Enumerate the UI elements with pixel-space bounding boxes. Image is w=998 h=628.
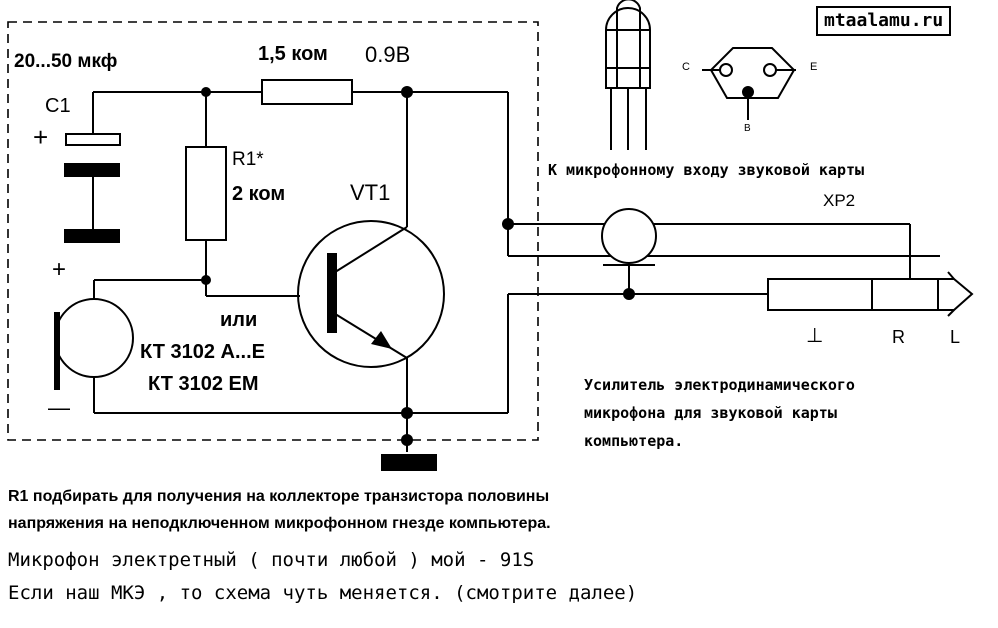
r-top-value: 1,5 ком — [258, 43, 328, 65]
site-watermark: mtaalamu.ru — [816, 6, 952, 36]
pin-b-label: B — [744, 123, 751, 134]
mic-minus: — — [48, 395, 70, 420]
capacitor-ref: C1 — [45, 95, 71, 117]
transistor-or: или — [220, 309, 258, 331]
mic-plus: + — [52, 256, 67, 283]
resistor-1k5 — [261, 79, 353, 105]
jack-pin-ground: ⊥ — [806, 325, 824, 347]
jack-caption: К микрофонному входу звуковой карты — [548, 161, 865, 179]
microphone-symbol — [54, 279, 206, 413]
resistor-r1 — [185, 146, 227, 241]
jack-pin-l: L — [950, 327, 961, 347]
transistor-ref: VT1 — [350, 180, 391, 205]
note-r1-line-1: R1 подбирать для получения на коллекторе… — [8, 488, 550, 505]
jack-pin-r: R — [892, 327, 905, 347]
title-line-2: микрофона для звуковой карты — [584, 404, 837, 422]
title-line-3: компьютера. — [584, 432, 684, 450]
note-mic-line-1: Микрофон электретный ( почти любой ) мой… — [8, 549, 535, 571]
junction-dots — [201, 86, 635, 446]
collector-voltage: 0.9В — [365, 42, 411, 67]
enclosure-boundary — [7, 21, 539, 441]
transistor-pinout-bottom-view — [702, 47, 796, 120]
transistor-vt1 — [297, 220, 445, 368]
r1-value: 2 ком — [232, 183, 286, 205]
transistor-alt2: КТ 3102 ЕМ — [148, 373, 259, 395]
r1-ref: R1* — [232, 149, 264, 170]
jack-plug-xp2 — [767, 271, 974, 317]
note-mic-line-2: Если наш МКЭ , то схема чуть меняется. (… — [8, 582, 638, 604]
capacitor-plus: + — [33, 122, 49, 152]
pin-e-label: E — [810, 61, 818, 73]
ground-symbol — [381, 454, 437, 471]
transistor-body-drawing — [605, 0, 651, 150]
transistor-alt1: КТ 3102 А...Е — [140, 341, 265, 363]
pin-c-label: C — [682, 61, 690, 73]
title-line-1: Усилитель электродинамического — [584, 376, 855, 394]
capacitor-c1 — [64, 92, 121, 243]
capacitor-value: 20...50 мкф — [14, 51, 118, 72]
shield-symbol — [601, 208, 657, 294]
note-r1-line-2: напряжения на неподключенном микрофонном… — [8, 515, 551, 532]
jack-ref: XP2 — [823, 191, 856, 210]
